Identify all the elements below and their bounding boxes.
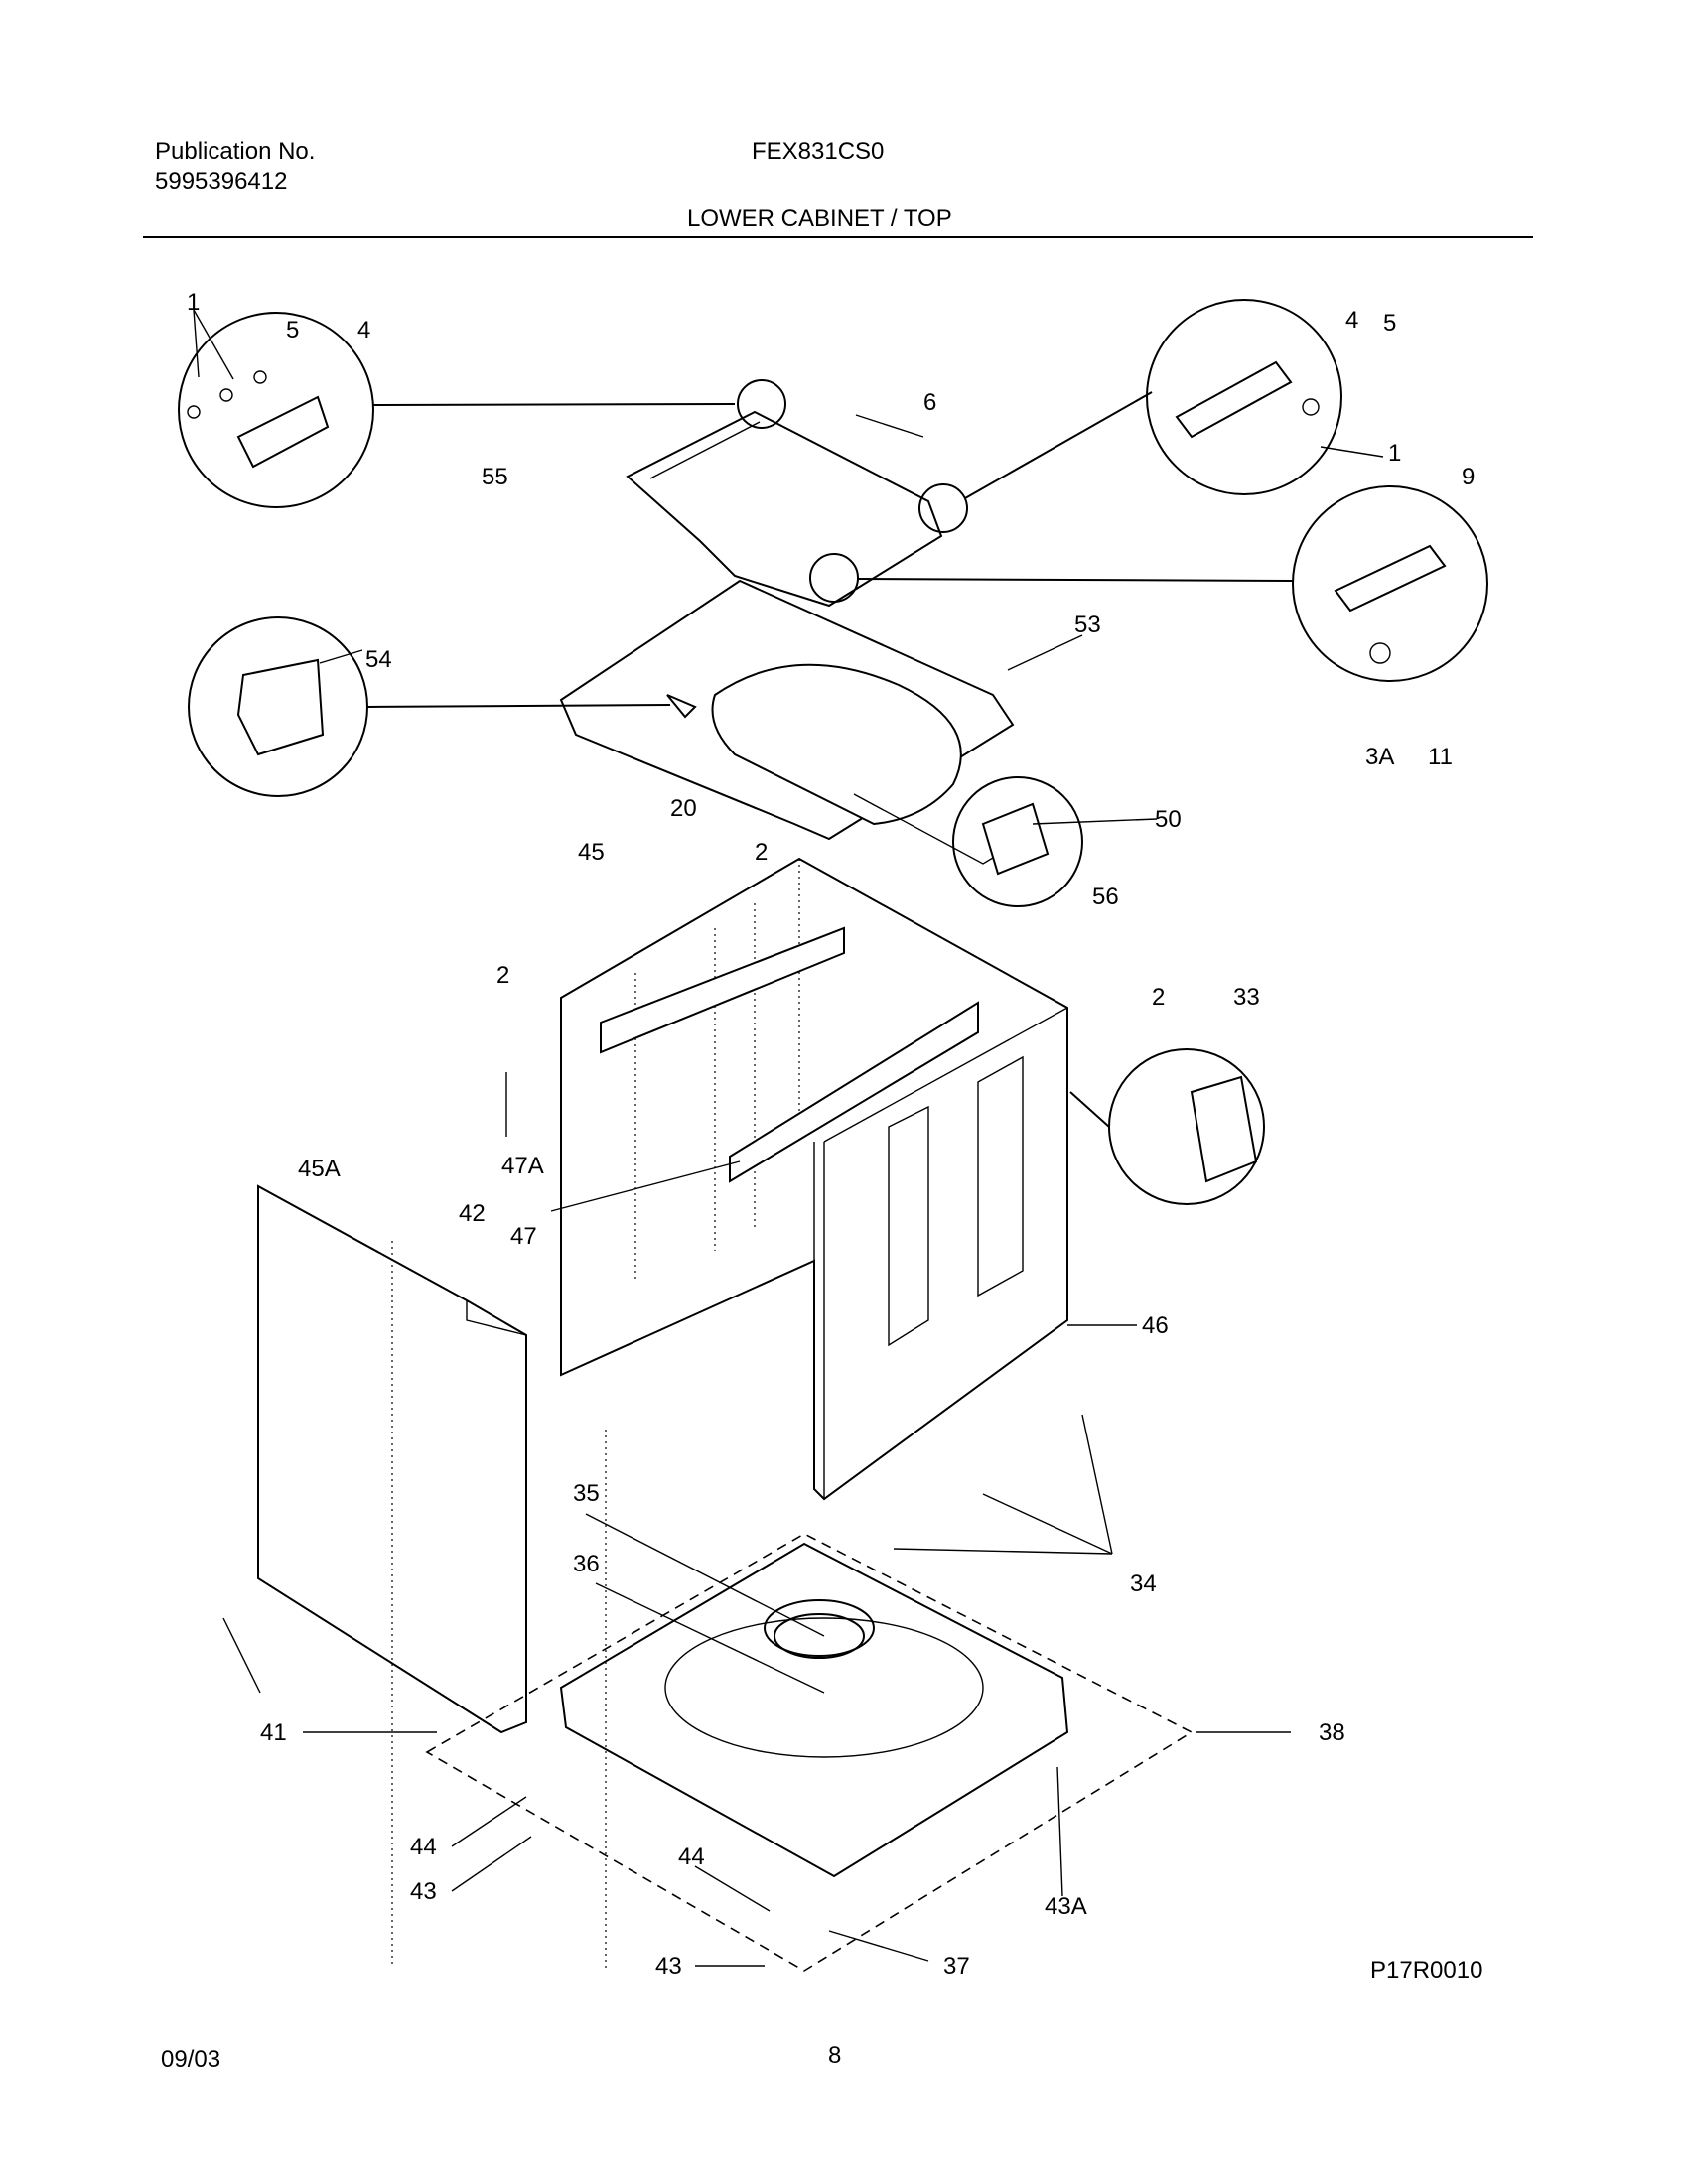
callout-37: 37 — [943, 1953, 970, 1979]
callout-11: 11 — [1428, 744, 1453, 770]
callout-44b: 44 — [678, 1843, 705, 1870]
callout-1a: 1 — [187, 289, 200, 316]
callout-4a: 4 — [357, 317, 370, 343]
detail-switch — [952, 776, 1083, 907]
callout-5a: 5 — [286, 317, 299, 343]
callout-46: 46 — [1142, 1312, 1169, 1339]
detail-hinge-left — [178, 312, 736, 508]
callout-2c: 2 — [1152, 984, 1165, 1011]
lid-part-6 — [626, 379, 968, 608]
callout-3a: 3A — [1365, 744, 1394, 770]
footer-date: 09/03 — [161, 2046, 221, 2073]
callout-56: 56 — [1092, 884, 1119, 910]
callout-43b: 43 — [655, 1953, 682, 1979]
detail-bracket — [1069, 1048, 1265, 1205]
top-panel-part-53 — [559, 579, 1015, 865]
leader-lines — [193, 309, 1384, 1967]
publication-label: Publication No. — [155, 138, 316, 165]
callout-36: 36 — [573, 1551, 600, 1577]
detail-hinge-right — [964, 299, 1342, 499]
section-title: LOWER CABINET / TOP — [687, 205, 952, 232]
callout-47a: 47A — [501, 1153, 544, 1179]
detail-pad — [188, 616, 671, 797]
callout-43a: 43 — [410, 1878, 437, 1905]
callout-2b: 2 — [496, 962, 509, 989]
callout-1b: 1 — [1388, 440, 1401, 467]
callout-44a: 44 — [410, 1834, 437, 1860]
callout-55: 55 — [482, 464, 508, 490]
cabinet-part-46 — [560, 857, 1068, 1501]
callout-labels: 1 5 4 55 6 4 5 1 9 53 54 3A 11 20 45 2 5… — [187, 289, 1475, 1979]
callout-2a: 2 — [755, 839, 768, 866]
callout-6: 6 — [923, 389, 936, 416]
callout-38: 38 — [1319, 1719, 1345, 1746]
callout-34: 34 — [1130, 1570, 1157, 1597]
figure-code: P17R0010 — [1370, 1957, 1483, 1983]
header-rule — [143, 236, 1533, 238]
callout-5b: 5 — [1383, 310, 1396, 337]
callout-4b: 4 — [1345, 307, 1358, 334]
callout-47: 47 — [510, 1223, 537, 1250]
model-number: FEX831CS0 — [752, 138, 885, 165]
callout-35: 35 — [573, 1480, 600, 1507]
callout-20: 20 — [670, 795, 697, 822]
callout-42: 42 — [459, 1200, 486, 1227]
callout-9: 9 — [1462, 464, 1475, 490]
callout-41: 41 — [260, 1719, 287, 1746]
callout-33: 33 — [1233, 984, 1260, 1011]
publication-number: 5995396412 — [155, 168, 288, 195]
front-panel-part-42 — [257, 1184, 527, 1966]
page-number: 8 — [828, 2042, 842, 2069]
callout-45: 45 — [578, 839, 605, 866]
callout-50: 50 — [1155, 806, 1182, 833]
detail-latch — [856, 485, 1488, 682]
callout-43ab: 43A — [1045, 1893, 1087, 1920]
callout-54: 54 — [365, 646, 392, 673]
base-part-38 — [425, 1430, 1194, 1972]
callout-53: 53 — [1074, 612, 1101, 638]
callout-45a: 45A — [298, 1156, 341, 1182]
